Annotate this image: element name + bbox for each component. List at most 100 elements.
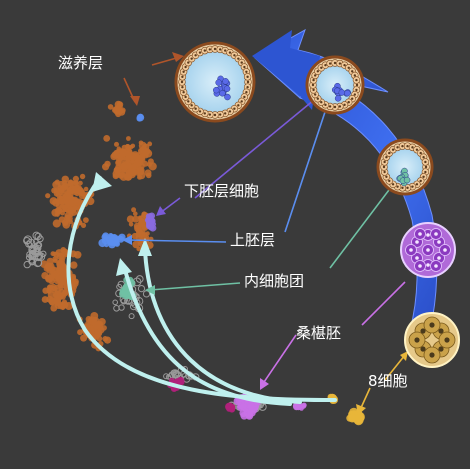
cell-point — [115, 153, 121, 159]
cell-point — [170, 369, 177, 376]
cell-point — [75, 187, 85, 196]
cell-point — [120, 172, 126, 178]
cell-point — [60, 293, 66, 300]
cell-point — [299, 406, 304, 411]
cell-point — [28, 253, 35, 260]
cell-point — [119, 148, 128, 157]
late-blastocyst-icon — [305, 55, 365, 115]
cell-point — [138, 140, 144, 146]
pointer-eight-cell-up — [384, 354, 406, 381]
label-epiblast: 上胚层 — [230, 231, 276, 249]
cell-point — [146, 223, 152, 230]
cell-point — [113, 107, 121, 115]
cell-point — [226, 402, 234, 411]
cell-point — [118, 233, 126, 241]
cell-point — [45, 193, 51, 199]
pointer-morula — [261, 334, 297, 386]
morula-embryo-icon — [400, 222, 456, 278]
cell-point — [54, 287, 61, 294]
cell-point — [68, 219, 73, 225]
link-hypoblast-embryo — [194, 94, 321, 199]
cell-point — [136, 228, 143, 235]
cell-point — [293, 402, 301, 410]
cell-point — [121, 144, 128, 151]
cell-point — [80, 222, 87, 228]
cell-point — [247, 410, 253, 417]
cell-point — [144, 169, 152, 177]
cell-point — [108, 240, 116, 249]
cell-point — [73, 251, 82, 259]
cell-point — [32, 231, 41, 240]
cell-point — [113, 166, 122, 174]
cell-point — [127, 169, 133, 175]
cell-point — [56, 252, 65, 261]
link-epiblast-embryo — [284, 102, 329, 233]
label-eight-cell: 8细胞 — [368, 372, 408, 390]
cell-point — [141, 223, 146, 229]
cell-point — [23, 260, 31, 269]
cell-point — [239, 408, 248, 418]
cell-point — [148, 218, 154, 223]
cell-point — [142, 290, 151, 298]
cell-point — [83, 217, 89, 224]
label-inner-cell-mass: 内细胞团 — [244, 272, 305, 290]
cell-point — [247, 403, 255, 411]
cell-point — [114, 141, 119, 147]
cell-point — [119, 163, 127, 170]
cell-point — [116, 283, 123, 290]
cell-point — [25, 240, 33, 248]
cell-point — [80, 334, 88, 342]
cell-point — [131, 207, 137, 213]
cell-point — [98, 238, 107, 248]
trophectoderm-cluster — [40, 100, 157, 352]
cell-point — [239, 403, 247, 411]
cell-point — [53, 187, 60, 194]
link-icm-embryo — [329, 181, 396, 269]
cell-point — [117, 101, 123, 107]
cell-point — [28, 256, 36, 264]
cell-point — [126, 163, 133, 170]
cell-point — [137, 285, 146, 293]
cell-point — [128, 152, 137, 161]
cell-point — [48, 277, 56, 285]
cell-point — [57, 264, 64, 272]
cell-point — [55, 199, 60, 205]
cell-point — [103, 135, 111, 142]
cell-point — [48, 272, 56, 280]
magenta-cell-cluster — [167, 376, 236, 413]
cell-point — [125, 136, 131, 141]
cell-point — [92, 321, 101, 330]
cell-point — [23, 237, 31, 245]
cell-point — [66, 187, 73, 194]
cell-point — [126, 215, 135, 223]
cell-point — [58, 204, 68, 213]
cell-point — [135, 235, 141, 240]
cell-point — [72, 175, 79, 182]
cell-point — [145, 231, 150, 236]
cell-point — [163, 373, 170, 380]
label-trophectoderm: 滋养层 — [58, 54, 104, 72]
cell-point — [76, 198, 83, 205]
cell-point — [70, 261, 78, 269]
cell-point — [88, 327, 95, 334]
cell-point — [142, 152, 149, 159]
cell-point — [52, 219, 61, 228]
cell-point — [63, 289, 69, 295]
cell-point — [52, 251, 57, 256]
pointer-icm — [149, 282, 241, 291]
cell-point — [147, 213, 153, 220]
cell-point — [133, 211, 138, 216]
cell-point — [115, 159, 121, 165]
eight-cell-embryo-icon — [404, 312, 460, 368]
label-hypoblast: 下胚层细胞 — [184, 182, 260, 200]
trajectory-to-epiblast — [123, 268, 292, 406]
cell-point — [147, 162, 152, 167]
cell-point — [85, 316, 93, 323]
cell-point — [46, 267, 53, 274]
cell-point — [136, 166, 145, 175]
cell-point — [46, 284, 54, 292]
cell-point — [134, 157, 142, 165]
callout-arrowheads — [122, 52, 408, 415]
cell-point — [139, 146, 147, 154]
cell-point — [34, 232, 42, 241]
